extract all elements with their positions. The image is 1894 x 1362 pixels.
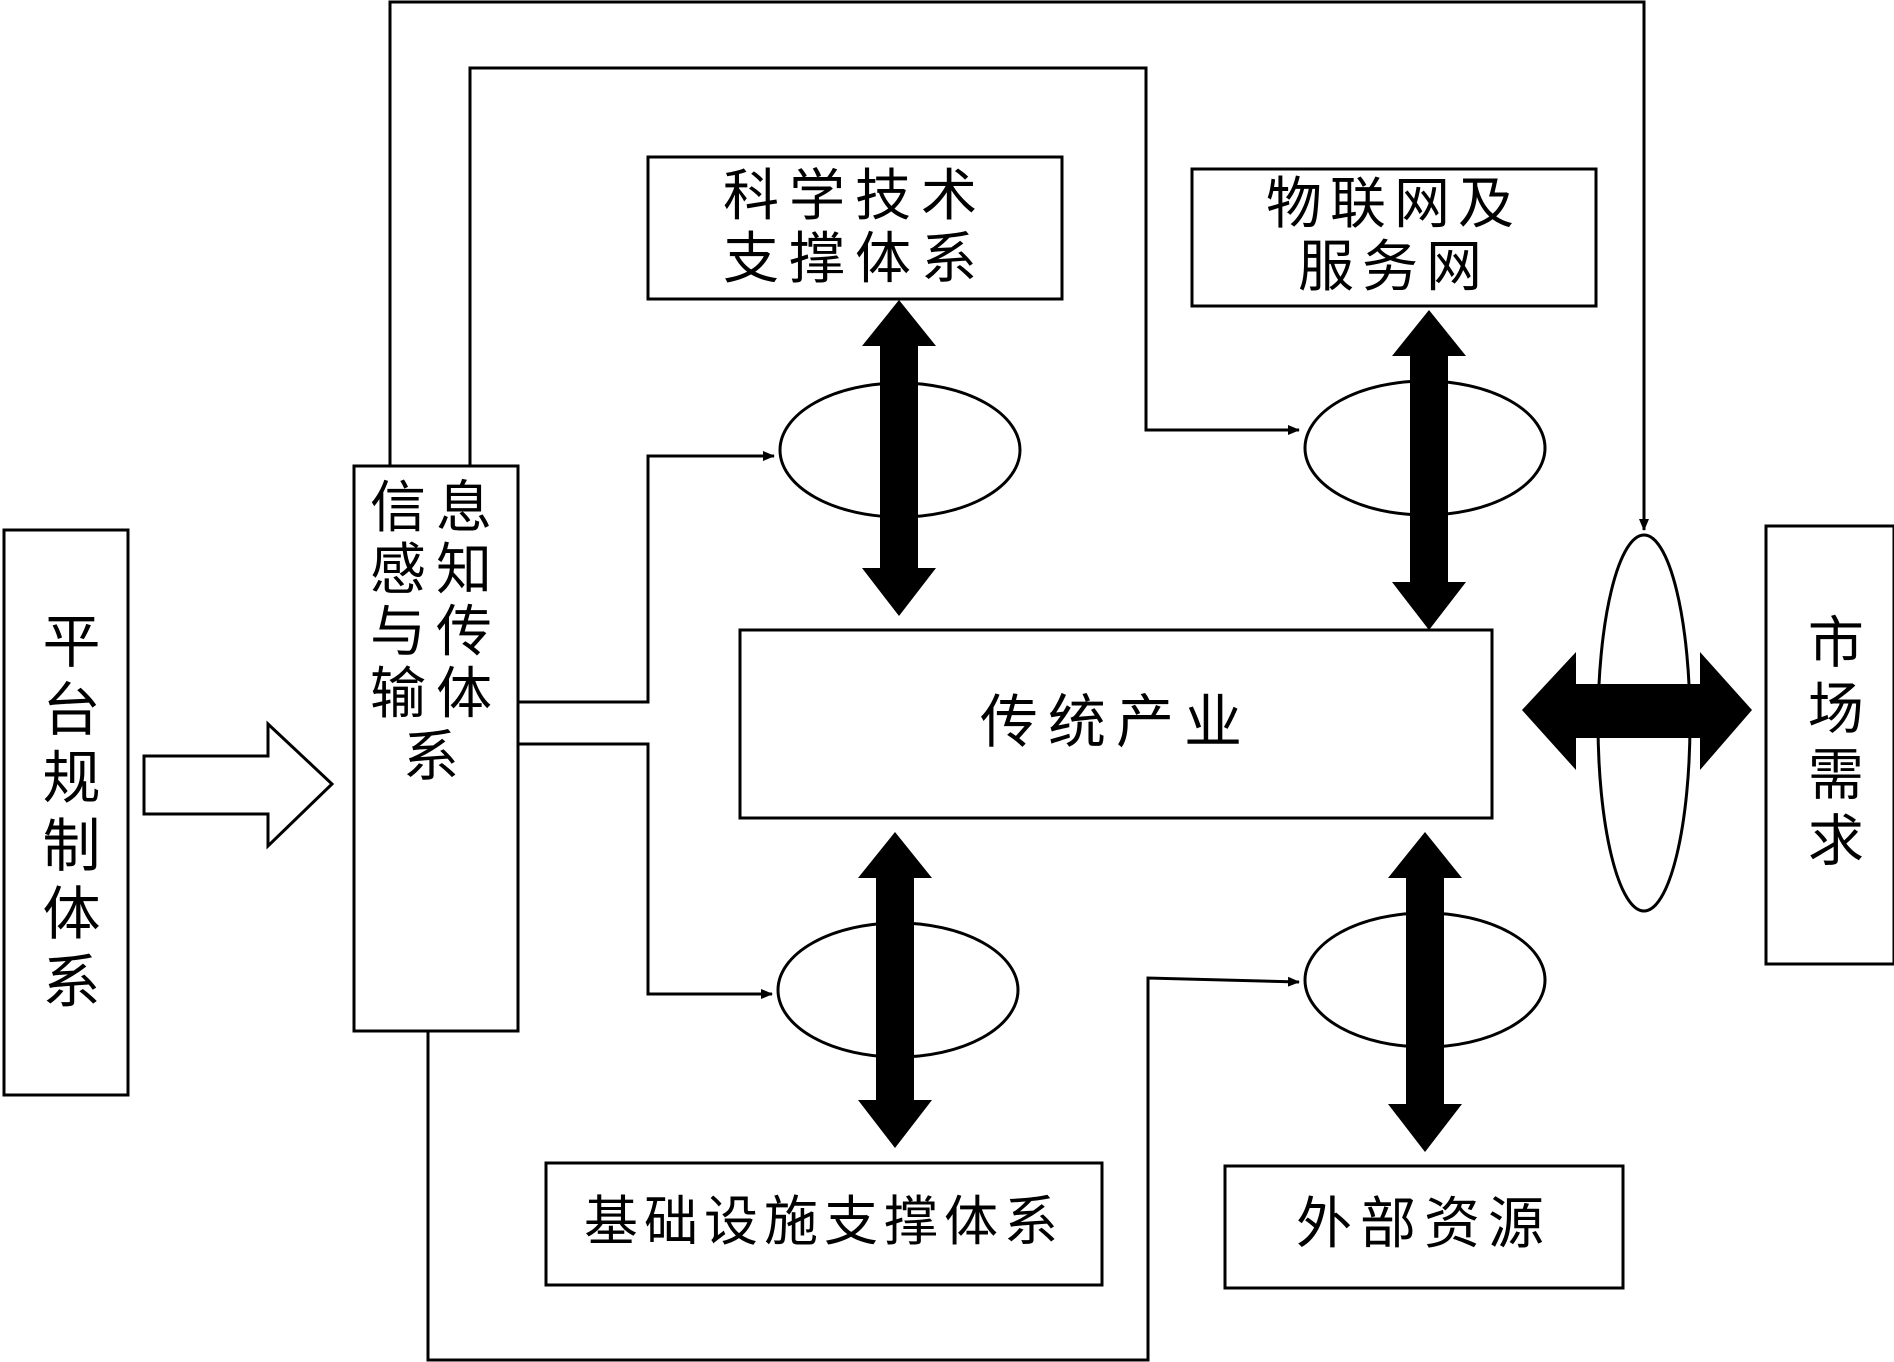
market-box: [1764, 524, 1894, 966]
line-info-to-infra-ellipse: [518, 742, 773, 999]
iot-box: [1190, 167, 1598, 308]
market-label: 市场需求: [1798, 613, 1864, 877]
double-arrow-external: [1388, 832, 1462, 1152]
hollow-arrow: [142, 720, 335, 850]
sci-tech-box: [646, 155, 1064, 301]
external-box: [1223, 1164, 1625, 1290]
external-label: 外部资源: [1296, 1192, 1552, 1257]
traditional-label: 传统产业: [979, 688, 1252, 756]
iot-label: 物联网及 服务网: [1266, 172, 1522, 300]
traditional-box: [738, 628, 1494, 820]
double-arrow-iot: [1392, 310, 1466, 630]
line-bottom-to-external-ellipse: [426, 976, 1300, 1362]
double-arrow-infrastructure: [858, 832, 932, 1148]
infrastructure-box: [544, 1161, 1104, 1287]
double-arrow-market: [1522, 652, 1752, 770]
info-sensing-box: [352, 464, 520, 1033]
sci-tech-label: 科学技术 支撑体系: [723, 164, 987, 292]
double-arrow-sci-tech: [862, 300, 936, 616]
infrastructure-label: 基础设施支撑体系: [584, 1190, 1064, 1253]
platform-box: [2, 528, 130, 1097]
line-info-to-sci-ellipse: [518, 451, 775, 704]
line-inner-to-iot-ellipse: [468, 66, 1300, 466]
platform-label: 平台规制体系: [32, 611, 101, 1019]
info-sensing-label: 信息 感知 与传 输体 系: [370, 476, 502, 790]
line-outer-to-market: [388, 0, 1649, 531]
